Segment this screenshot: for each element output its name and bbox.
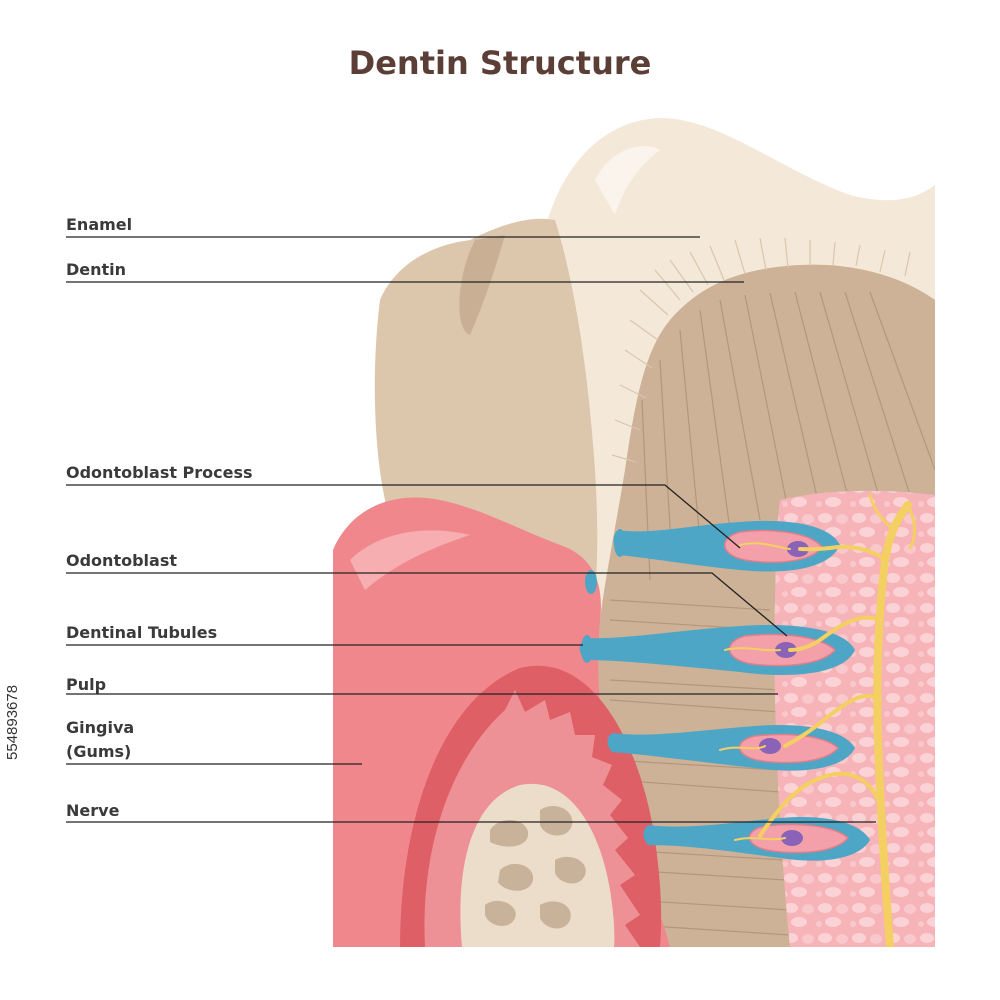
enamel-highlight (595, 146, 660, 215)
odontoblast-unit-2 (579, 625, 855, 676)
label-nerve: Nerve (66, 801, 120, 820)
back-crown (374, 218, 598, 591)
gingiva-highlight (350, 530, 470, 590)
enamel-striations (611, 237, 911, 463)
stock-image-id: 554893678 (4, 684, 21, 760)
enamel-band (545, 118, 935, 620)
tubule-openings (581, 529, 626, 663)
page-title: Dentin Structure (348, 44, 652, 82)
label-odontoblast: Odontoblast (66, 551, 177, 570)
label-dentin: Dentin (66, 260, 127, 279)
label-gingiva: Gingiva (66, 718, 135, 737)
leader-lines (66, 236, 876, 823)
nerve-fibers (719, 493, 917, 947)
odontoblast-leader (66, 572, 788, 637)
label-enamel: Enamel (66, 215, 133, 234)
odontoblast-process-leader (66, 484, 741, 549)
label-gums: (Gums) (66, 742, 132, 761)
label-dentinal-tubules: Dentinal Tubules (66, 623, 218, 642)
back-crown-shade (459, 235, 505, 335)
bone-marrow-spots (485, 805, 586, 929)
label-odontoblast-process: Odontoblast Process (66, 463, 253, 482)
label-pulp: Pulp (66, 675, 107, 694)
